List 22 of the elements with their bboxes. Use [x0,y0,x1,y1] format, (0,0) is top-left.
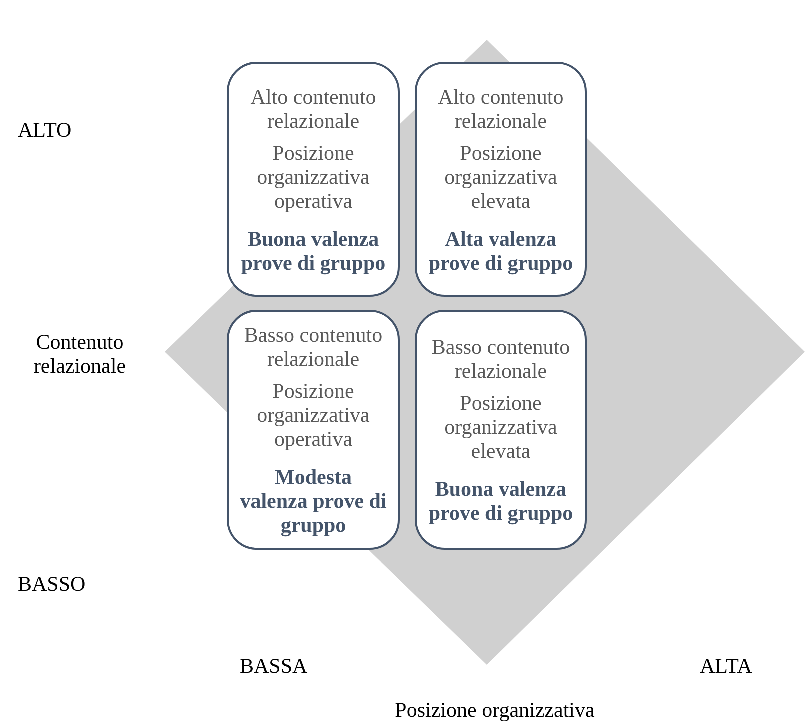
quadrant-box [227,62,400,297]
quadrant-description: Posizione organizzativa operativa [256,140,371,212]
quadrant-description: Basso contenuto relazionale [243,323,384,371]
axis-title: Contenuto relazionale [32,330,128,378]
axis-level-label: BASSA [240,654,308,678]
quadrant-verdict: Buona valenza prove di gruppo [240,226,387,274]
quadrant-description: Alto contenuto relazionale [250,84,378,132]
quadrant-verdict: Modesta valenza prove di gruppo [239,465,388,537]
axis-level-label: ALTO [18,118,72,142]
quadrant-description: Alto contenuto relazionale [437,84,565,132]
quadrant-description: Posizione organizzativa elevata [444,391,558,463]
axis-title: Posizione organizzativa [394,698,596,722]
quadrant-description: Basso contenuto relazionale [430,335,572,383]
quadrant-box [415,62,587,297]
axis-level-label: ALTA [700,654,752,678]
quadrant-description: Posizione organizzativa operativa [256,379,371,451]
quadrant-box [227,310,400,550]
axis-level-label: BASSO [18,572,86,596]
quadrant-box [415,310,587,550]
quadrant-verdict: Buona valenza prove di gruppo [428,477,574,525]
quadrant-verdict: Alta valenza prove di gruppo [428,226,574,274]
quadrant-description: Posizione organizzativa elevata [444,140,558,212]
